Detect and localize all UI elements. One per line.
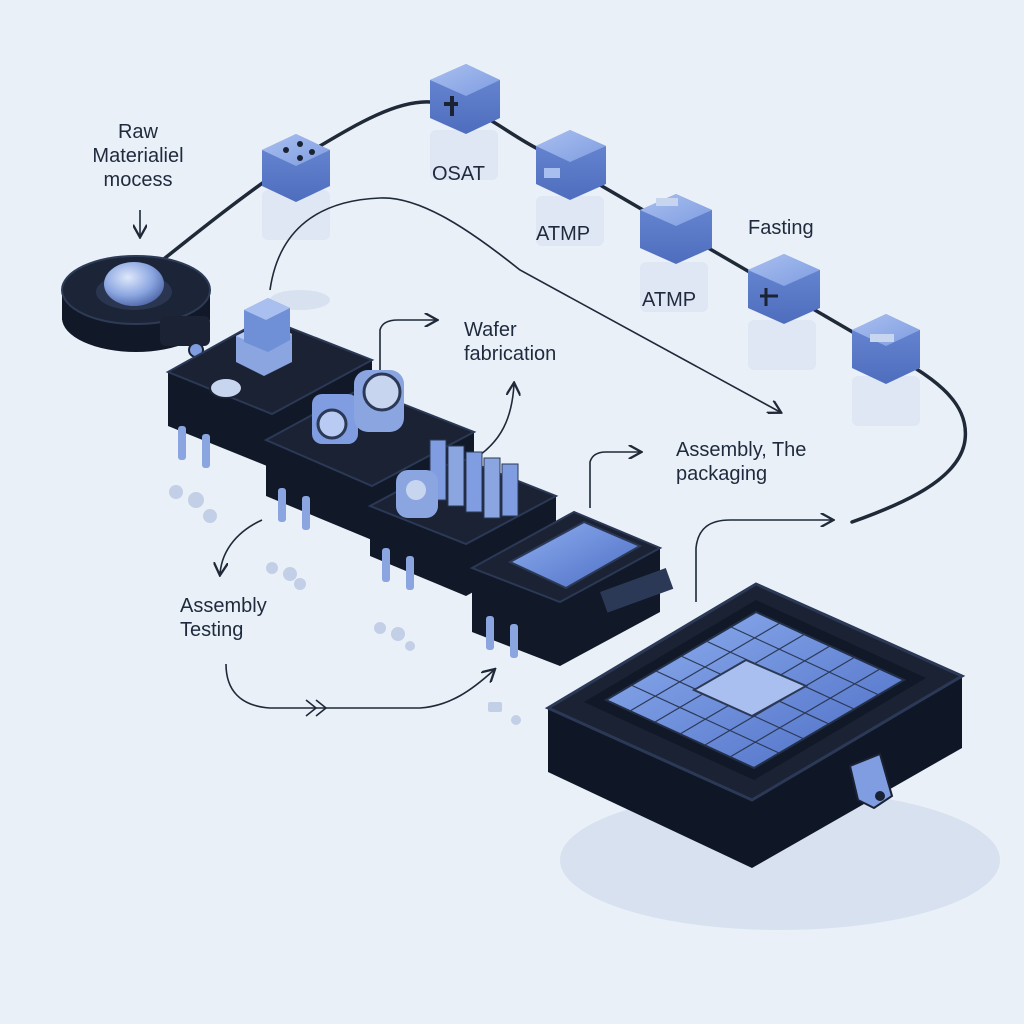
chevrons (305, 699, 328, 717)
label-assembly-testing: Assembly Testing (180, 595, 267, 641)
raw-material-cube (262, 134, 330, 202)
final-cube (852, 314, 920, 384)
label-wafer-fabrication: Wafer fabrication (464, 319, 557, 365)
flow-arrows (140, 197, 832, 717)
platform-4 (469, 510, 674, 666)
label-osat: OSAT (432, 163, 485, 185)
label-atmp-2: ATMP (642, 289, 697, 311)
arrow-to-chain-end (695, 520, 832, 602)
decorative-dots (169, 485, 521, 725)
arrow-up-to-fab (479, 384, 514, 456)
arrow-loop-testing (225, 663, 494, 709)
platform-1 (165, 298, 375, 468)
arrow-down-to-testing (220, 519, 263, 574)
label-atmp-1: ATMP (536, 223, 591, 245)
label-assembly-packaging: Assembly, The packaging (676, 439, 807, 485)
fasting-cube (748, 254, 820, 324)
arrow-to-wafer-label (379, 320, 436, 372)
label-raw-material-process: Raw Materialiel mocess (92, 121, 184, 191)
label-fasting: Fasting (748, 217, 814, 239)
atmp-cube-1 (536, 130, 606, 200)
osat-cube (430, 64, 500, 134)
raw-material-disc (61, 255, 211, 358)
arrow-long-arc (269, 197, 780, 412)
atmp-cube-2 (640, 194, 712, 264)
packaged-chip-platform (544, 582, 966, 868)
arrow-to-assembly-label (589, 452, 640, 508)
